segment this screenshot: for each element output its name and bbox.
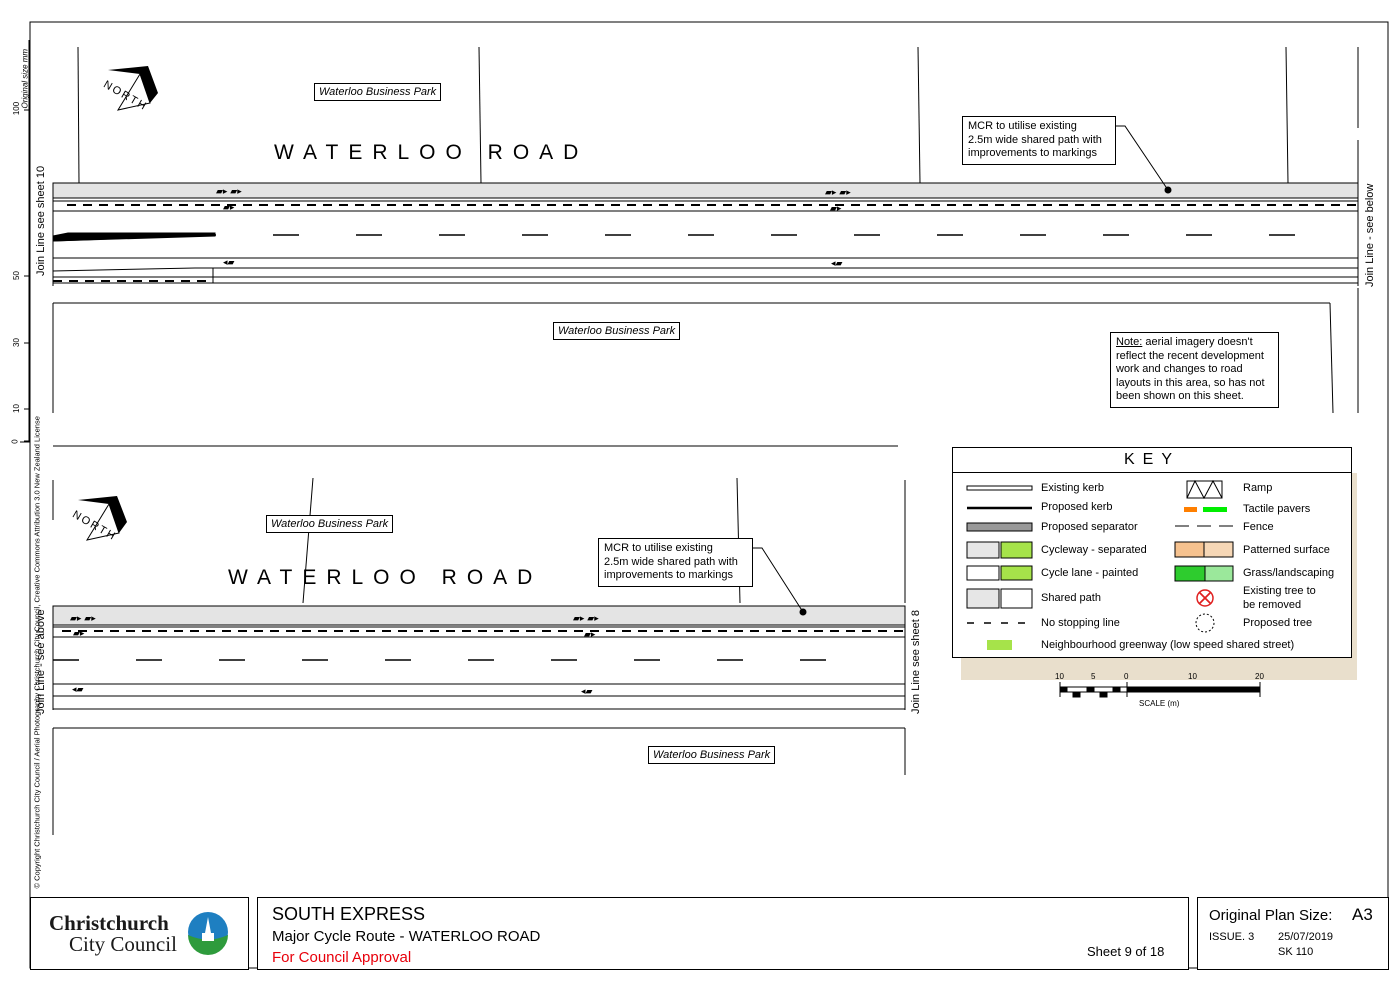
svg-text:◂▰: ◂▰ [581,687,593,697]
cycle-symbols-top: ▰▸ ▰▸ ▰▸ ▰▸ ▰▸ ▰▸ ◂▰ ◂▰ [216,187,851,269]
business-park-label-bottom-2: Waterloo Business Park [648,746,776,764]
svg-text:▰▸: ▰▸ [73,629,85,639]
svg-text:▰▸ ▰▸: ▰▸ ▰▸ [573,614,599,624]
callout-bottom-line2: 2.5m wide shared path with [604,555,738,568]
title-block-info: Original Plan Size: A3 ISSUE. 3 25/07/20… [1197,897,1389,970]
scale-tick-10-left: 10 [1055,672,1064,681]
note-title: Note: [1116,336,1143,348]
key-proposed-kerb: Proposed kerb [1041,501,1113,513]
drawing-number: SK 110 [1278,946,1314,958]
key-existing-tree-line1: Existing tree to [1243,585,1316,597]
scale-label: SCALE (m) [1139,699,1180,708]
join-line-left-bottom: Join Line - see above [35,609,47,714]
key-patterned-surface: Patterned surface [1243,544,1330,556]
ruler-tick-50: 50 [11,271,21,280]
key-fence: Fence [1243,521,1274,533]
callout-top-line2: 2.5m wide shared path with [968,133,1102,146]
ruler-tick-10: 10 [11,404,21,413]
key-cycle-lane-painted: Cycle lane - painted [1041,567,1139,579]
council-logo-icon [188,912,228,955]
callout-top-line3: improvements to markings [968,147,1097,159]
key-proposed-tree: Proposed tree [1243,617,1313,629]
scale-tick-0: 0 [1124,672,1129,681]
key-symbols [966,479,1235,650]
svg-text:▰▸ ▰▸: ▰▸ ▰▸ [70,614,96,624]
business-park-label-bottom-1: Waterloo Business Park [266,515,394,533]
note-line1: aerial imagery doesn't [1145,336,1253,348]
business-park-label-top-1: Waterloo Business Park [314,83,442,101]
join-line-left-top: Join Line see sheet 10 [35,165,47,276]
project-subtitle: Major Cycle Route - WATERLOO ROAD [272,928,541,945]
north-arrow-top [108,66,158,111]
title-block-logo: Christchurch City Council [30,897,249,970]
plan-size-value: A3 [1352,905,1373,924]
org-name-line1: Christchurch [49,911,169,935]
key-grass-landscaping: Grass/landscaping [1243,567,1335,579]
note-line4: layouts in this area, so has not [1116,376,1265,389]
key-cycleway-separated: Cycleway - separated [1041,544,1147,556]
key-existing-kerb: Existing kerb [1041,482,1104,494]
scale-tick-5: 5 [1091,672,1096,681]
join-line-right-top: Join Line - see below [1364,183,1376,287]
note-line5: been shown on this sheet. [1116,390,1244,402]
project-title: SOUTH EXPRESS [272,904,426,924]
org-name-line2: City Council [69,932,177,956]
key-greenway: Neighbourhood greenway (low speed shared… [1041,639,1295,651]
key-ramp: Ramp [1243,482,1273,494]
key-legend: KEY Existing kerb Proposed kerb Proposed… [952,447,1352,658]
svg-text:◂▰: ◂▰ [72,685,84,695]
road-name-bottom: WATERLOO ROAD [228,566,543,589]
road-name-top: WATERLOO ROAD [274,141,589,164]
original-size-label: Original size mm [20,48,30,109]
svg-text:◂▰: ◂▰ [223,258,235,268]
north-arrow-bottom [78,496,127,541]
callout-top-line1: MCR to utilise existing [968,120,1077,132]
callout-bottom-line1: MCR to utilise existing [604,542,713,554]
key-shared-path: Shared path [1041,592,1101,604]
callout-bottom-line3: improvements to markings [604,569,733,581]
approval-status: For Council Approval [272,949,412,966]
scale-tick-10: 10 [1188,672,1197,681]
imagery-note: Note: aerial imagery doesn't reflect the… [1110,332,1279,408]
key-tactile-pavers: Tactile pavers [1243,503,1311,515]
key-proposed-separator: Proposed separator [1041,521,1138,533]
svg-text:▰▸ ▰▸: ▰▸ ▰▸ [825,188,851,198]
ruler-tick-30: 30 [11,338,21,347]
key-existing-tree-line2: be removed [1243,599,1302,611]
svg-text:▰▸: ▰▸ [584,630,596,640]
callout-top: MCR to utilise existing 2.5m wide shared… [962,116,1116,165]
callout-bottom: MCR to utilise existing 2.5m wide shared… [598,538,753,587]
svg-text:◂▰: ◂▰ [831,259,843,269]
join-line-right-bottom: Join Line see sheet 8 [910,610,922,714]
scale-bar [1059,682,1261,698]
title-block-project: SOUTH EXPRESS Major Cycle Route - WATERL… [257,897,1189,970]
cycle-symbols-bottom: ▰▸ ▰▸ ▰▸ ▰▸ ▰▸ ▰▸ ◂▰ ◂▰ [70,614,599,697]
business-park-label-top-2: Waterloo Business Park [553,322,681,340]
issue-date: 25/07/2019 [1278,931,1334,943]
top-view-linework [52,46,1359,414]
plan-size-label: Original Plan Size: [1209,907,1333,924]
bottom-view-linework [52,477,906,835]
issue-number: ISSUE. 3 [1209,931,1255,943]
sheet-number: Sheet 9 of 18 [1087,944,1165,959]
key-no-stopping-line: No stopping line [1041,617,1120,629]
svg-text:▰▸ ▰▸: ▰▸ ▰▸ [216,187,242,197]
ruler-tick-0: 0 [10,439,20,444]
note-line3: work and changes to road [1116,363,1243,375]
note-line2: reflect the recent development [1116,349,1264,362]
scale-tick-20: 20 [1255,672,1264,681]
svg-text:▰▸: ▰▸ [223,203,235,213]
size-ruler [20,40,30,443]
key-title: KEY [953,448,1351,473]
svg-text:▰▸: ▰▸ [830,204,842,214]
ruler-tick-100: 100 [12,101,22,116]
